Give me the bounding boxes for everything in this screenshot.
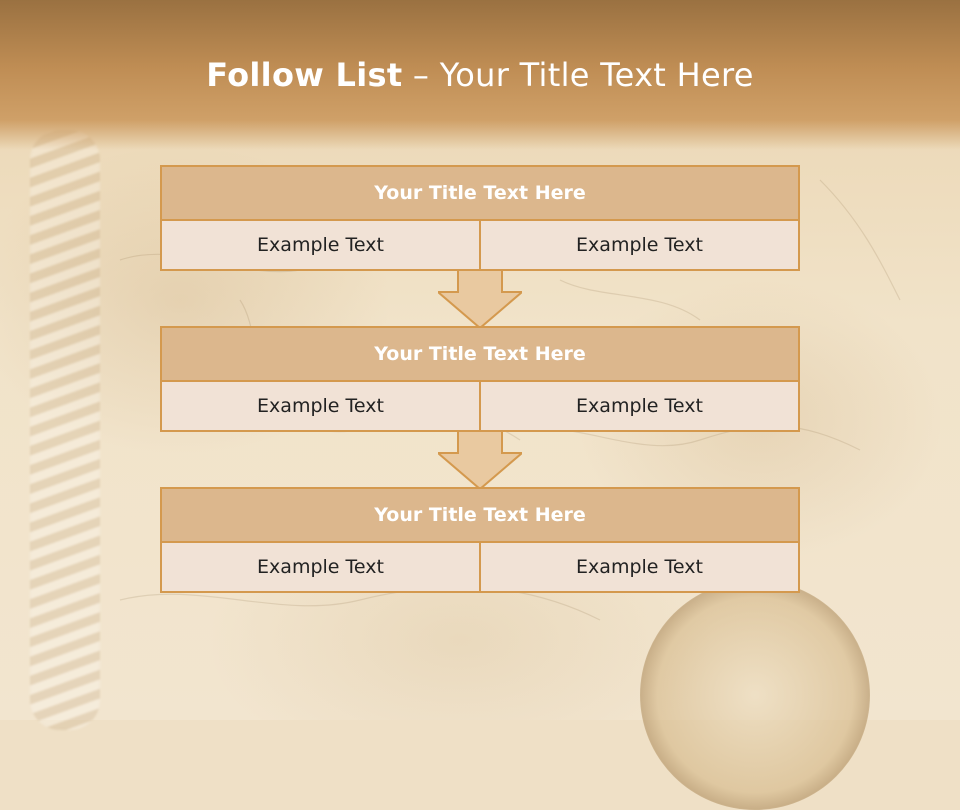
slide-title-bold: Follow List — [206, 56, 403, 94]
block-title: Your Title Text Here — [160, 165, 800, 221]
block-cell-left: Example Text — [160, 543, 480, 593]
list-block-2: Your Title Text Here Example Text Exampl… — [160, 326, 800, 432]
rope-decoration — [30, 130, 100, 730]
block-title: Your Title Text Here — [160, 487, 800, 543]
slide-title-rest: – Your Title Text Here — [402, 56, 754, 94]
block-row: Example Text Example Text — [160, 382, 800, 432]
compass-decoration — [640, 580, 870, 810]
block-cell-right: Example Text — [480, 543, 800, 593]
down-arrow-icon — [438, 270, 522, 330]
header-band — [0, 0, 960, 150]
list-block-1: Your Title Text Here Example Text Exampl… — [160, 165, 800, 271]
block-title: Your Title Text Here — [160, 326, 800, 382]
block-cell-left: Example Text — [160, 221, 480, 271]
block-row: Example Text Example Text — [160, 221, 800, 271]
down-arrow-icon — [438, 431, 522, 491]
block-cell-left: Example Text — [160, 382, 480, 432]
list-block-3: Your Title Text Here Example Text Exampl… — [160, 487, 800, 593]
block-cell-right: Example Text — [480, 382, 800, 432]
block-cell-right: Example Text — [480, 221, 800, 271]
block-row: Example Text Example Text — [160, 543, 800, 593]
slide-title: Follow List – Your Title Text Here — [0, 55, 960, 95]
